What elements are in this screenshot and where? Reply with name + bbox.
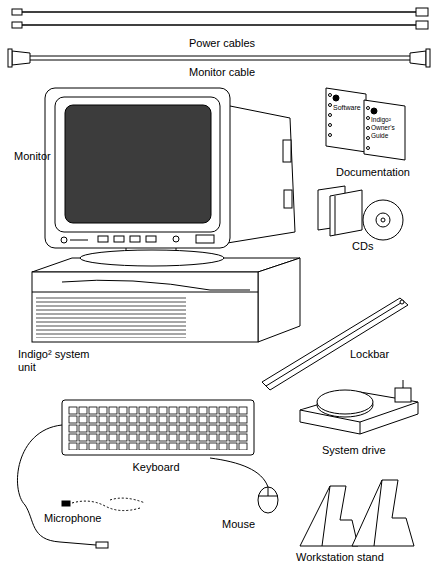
cd-set	[335, 196, 336, 235]
documentation	[364, 100, 405, 160]
workstation-stand	[352, 480, 414, 546]
keyboard	[17, 425, 96, 545]
system-unit	[258, 258, 300, 342]
microphone	[110, 498, 145, 503]
monitor	[70, 240, 88, 241]
workstation-stand	[300, 480, 414, 546]
part-label: CDs	[352, 240, 373, 253]
system-unit	[32, 272, 258, 342]
monitor-cable	[30, 56, 410, 57]
monitor	[146, 236, 156, 242]
workstation-stand	[374, 480, 382, 546]
part-label: Keyboard	[132, 461, 179, 474]
system-drive	[300, 380, 418, 434]
system-drive	[395, 388, 411, 402]
mouse	[258, 496, 278, 497]
mouse	[210, 458, 278, 513]
monitor-cable	[30, 60, 410, 61]
part-label: Indigo² Owner's Guide	[371, 116, 403, 140]
documentation	[333, 95, 339, 101]
monitor	[45, 88, 295, 266]
documentation	[329, 94, 332, 97]
system-unit	[32, 292, 258, 293]
mouse	[258, 487, 278, 513]
microphone	[72, 501, 140, 510]
part-label: Lockbar	[350, 348, 389, 361]
workstation-stand	[300, 486, 358, 546]
cd-set	[381, 218, 385, 222]
documentation	[329, 124, 332, 127]
system-unit	[62, 280, 250, 290]
monitor	[61, 237, 67, 243]
monitor	[196, 235, 214, 243]
part-label: System drive	[322, 444, 386, 457]
monitor-cable	[410, 51, 426, 65]
monitor-cable	[12, 51, 30, 65]
monitor	[284, 190, 292, 208]
monitor-cable	[8, 49, 430, 67]
part-label: Monitor	[14, 150, 51, 163]
mouse	[268, 487, 269, 496]
monitor-cable	[426, 49, 430, 67]
documentation	[367, 147, 370, 150]
system-unit	[36, 296, 186, 338]
microphone	[62, 498, 145, 510]
documentation	[367, 137, 370, 140]
documentation	[371, 108, 377, 114]
keyboard	[68, 406, 248, 450]
documentation	[326, 88, 405, 160]
documentation	[329, 114, 332, 117]
documentation	[326, 88, 366, 152]
cd-set	[330, 190, 362, 236]
power-cable	[12, 8, 428, 29]
keyboard	[96, 542, 108, 548]
system-drive	[317, 390, 373, 414]
part-label: Indigo² system unit	[18, 348, 90, 374]
monitor	[173, 236, 179, 242]
keyboard	[17, 400, 254, 548]
cd-set	[376, 213, 390, 227]
power-cable	[416, 21, 428, 29]
part-label: Workstation stand	[296, 551, 384, 564]
lockbar	[262, 298, 408, 390]
documentation	[329, 134, 332, 137]
system-drive	[403, 380, 404, 388]
monitor	[283, 140, 291, 162]
power-cable	[22, 24, 416, 26]
monitor	[45, 88, 230, 248]
system-drive	[360, 422, 361, 434]
system-unit	[32, 258, 300, 342]
part-label: Mouse	[222, 518, 255, 531]
monitor	[65, 105, 211, 223]
monitor	[55, 97, 220, 232]
keyboard	[62, 400, 254, 455]
lockbar	[262, 298, 408, 390]
monitor	[98, 236, 108, 242]
workstation-stand	[322, 486, 330, 546]
part-label: Software	[333, 104, 361, 112]
mouse	[210, 458, 268, 487]
part-label: Microphone	[44, 512, 101, 525]
part-label: Power cables	[189, 37, 255, 50]
documentation	[367, 117, 370, 120]
part-label: Documentation	[336, 166, 410, 179]
microphone	[62, 501, 70, 506]
lockbar	[266, 301, 404, 386]
monitor	[80, 250, 224, 266]
power-cable	[416, 8, 428, 16]
documentation	[329, 104, 332, 107]
documentation	[367, 127, 370, 130]
power-cable	[12, 9, 22, 15]
power-cable	[22, 11, 416, 13]
power-cable	[12, 22, 22, 28]
cd-set	[318, 186, 403, 240]
cd-set	[363, 200, 403, 240]
monitor-cable	[8, 49, 12, 67]
lockbar	[400, 300, 404, 304]
monitor	[114, 236, 124, 242]
part-label: Monitor cable	[189, 66, 255, 79]
monitor	[130, 236, 140, 242]
documentation	[367, 107, 370, 110]
